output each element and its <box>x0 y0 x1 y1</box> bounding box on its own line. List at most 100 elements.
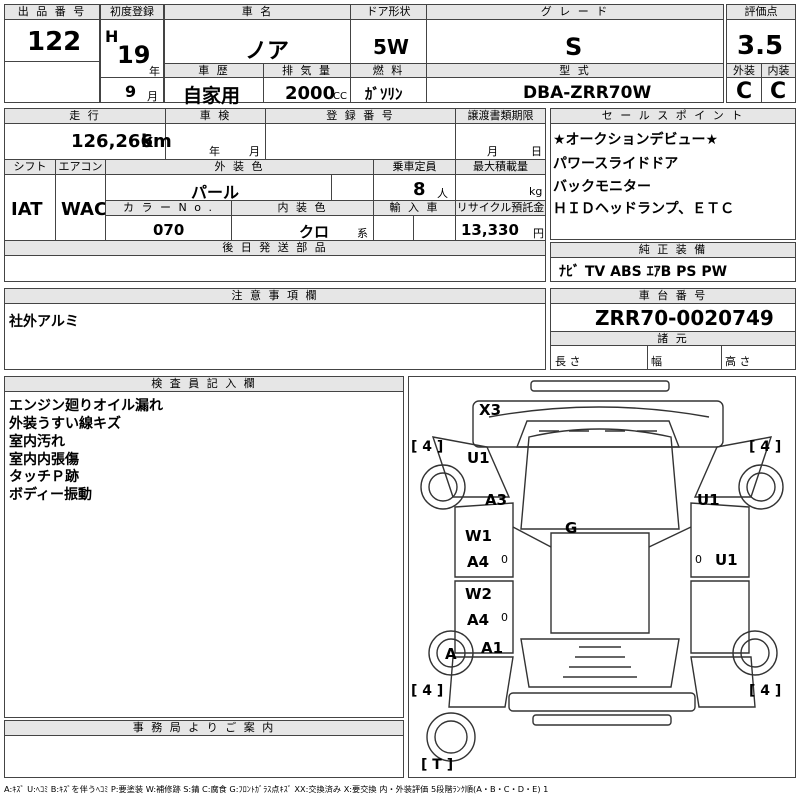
notes-box: 注 意 事 項 欄 社外アルミ <box>4 288 546 370</box>
year-unit: 年 <box>149 65 160 78</box>
recycle-unit: 円 <box>533 227 544 240</box>
recycle: 13,330 <box>461 221 519 239</box>
office-box: 事 務 局 よ り ご 案 内 <box>4 720 404 778</box>
mark-a4-upper: A4 <box>467 553 490 571</box>
tire-rl: [ 4 ] <box>411 683 444 699</box>
color: パール <box>191 183 240 202</box>
era: H <box>105 27 119 46</box>
transfer-day-unit: 日 <box>531 145 542 158</box>
car-info-cell: 車 名 ドア形状 グ レ ー ド ノア 5W S 車 歴 排 気 量 燃 料 型… <box>164 4 724 107</box>
mark-zero: 0 <box>501 611 508 624</box>
tire-fl: [ 4 ] <box>411 439 444 455</box>
import-label: 輸 入 車 <box>373 201 455 216</box>
int-color-unit: 系 <box>357 227 368 240</box>
ext-grade: C <box>736 79 753 104</box>
mark-a4-lower: A4 <box>467 611 490 629</box>
sales-point-line: パワースライドドア <box>553 156 679 172</box>
color-no: 070 <box>153 221 185 239</box>
car-diagram <box>420 380 784 762</box>
displacement-unit: CC <box>333 91 347 102</box>
capacity-label: 乗車定員 <box>373 160 455 175</box>
inspector-box: 検 査 員 記 入 欄 エンジン廻りオイル漏れ 外装うすい線キズ 室内汚れ 室内… <box>4 376 404 718</box>
model: DBA-ZRR70W <box>523 83 652 103</box>
mark-a3: A3 <box>485 491 508 509</box>
damage-legend: A:ｷｽﾞ U:ﾍｺﾐ B:ｷｽﾞを伴うﾍｺﾐ P:要塗装 W:補修跡 S:錆 … <box>4 784 549 794</box>
chassis-number: ZRR70-0020749 <box>595 306 774 330</box>
lot-number-label: 出 品 番 号 <box>5 5 99 20</box>
transfer-month-unit: 月 <box>487 145 498 158</box>
fuel: ｶﾞｿﾘﾝ <box>365 85 403 103</box>
length-label: 長 さ <box>555 355 581 368</box>
inspection-label: 車 検 <box>165 109 265 124</box>
capacity: 8 <box>413 179 426 200</box>
mark-a-circle: A <box>445 645 457 663</box>
history-label: 車 歴 <box>165 63 263 78</box>
inspector-line: 外装うすい線キズ <box>9 416 121 432</box>
car-name-label: 車 名 <box>165 5 350 20</box>
spec-label: 諸 元 <box>551 331 795 346</box>
mark-zero: 0 <box>501 553 508 566</box>
mark-u1-right-lower: U1 <box>715 551 738 569</box>
lot-number-cell: 出 品 番 号 122 <box>4 4 100 103</box>
displacement-label: 排 気 量 <box>263 63 350 78</box>
aircon-label: エアコン <box>55 160 105 175</box>
tire-fr: [ 4 ] <box>749 439 782 455</box>
fuel-label: 燃 料 <box>350 63 426 78</box>
displacement: 2000 <box>285 83 336 104</box>
insp-month-unit: 月 <box>249 145 260 158</box>
first-reg-label: 初度登録 <box>101 5 163 20</box>
color-no-label: カ ラ ー N o . <box>105 201 231 216</box>
mark-w2: W2 <box>465 585 492 603</box>
model-label: 型 式 <box>426 63 723 78</box>
door-label: ドア形状 <box>351 5 426 20</box>
inspector-line: 室内内張傷 <box>9 452 79 468</box>
notes-value: 社外アルミ <box>9 314 79 330</box>
mileage-unit: km <box>141 131 172 152</box>
inspector-line: エンジン廻りオイル漏れ <box>9 398 163 414</box>
shift: IAT <box>11 199 43 220</box>
ext-label: 外装 <box>727 63 761 78</box>
mileage-label: 走 行 <box>5 109 165 124</box>
inspector-label: 検 査 員 記 入 欄 <box>5 377 403 392</box>
capacity-unit: 人 <box>437 187 448 200</box>
equipment-label: 純 正 装 備 <box>551 243 795 258</box>
chassis-box: 車 台 番 号 ZRR70-0020749 諸 元 長 さ 幅 高 さ <box>550 288 796 370</box>
int-label: 内装 <box>761 63 795 78</box>
tire-rr: [ 4 ] <box>749 683 782 699</box>
int-color-label: 内 装 色 <box>231 201 373 216</box>
width-label: 幅 <box>651 355 662 368</box>
inspector-line: ボディー振動 <box>9 487 93 503</box>
equipment-value: ﾅﾋﾞ TV ABS ｴｱB PS PW <box>559 264 728 280</box>
int-color: クロ <box>299 223 330 241</box>
mark-zero: 0 <box>695 553 702 566</box>
first-registration-cell: 初度登録 H 19 年 9 月 <box>100 4 164 103</box>
transfer-label: 譲渡書類期限 <box>455 109 545 124</box>
score: 3.5 <box>737 31 784 61</box>
inspector-line: タッチＰ跡 <box>9 469 79 485</box>
mark-u1-left: U1 <box>467 449 490 467</box>
score-label: 評価点 <box>727 5 795 20</box>
mark-a1: A1 <box>481 639 504 657</box>
office-label: 事 務 局 よ り ご 案 内 <box>5 721 403 736</box>
sales-point-line: ＨＩＤヘッドランプ、ＥＴＣ <box>553 201 735 217</box>
max-load-unit: kg <box>529 185 543 198</box>
reg-month: 9 <box>125 82 137 101</box>
mark-x3: X3 <box>479 401 502 419</box>
history: 自家用 <box>183 85 241 107</box>
sales-point-line: バックモニター <box>553 179 651 195</box>
chassis-label: 車 台 番 号 <box>551 289 795 304</box>
aircon: WAC <box>61 199 108 220</box>
door-type: 5W <box>373 35 409 59</box>
later-parts-label: 後 日 発 送 部 品 <box>5 241 545 256</box>
max-load-label: 最大積載量 <box>455 160 545 175</box>
tire-spare: [ T ] <box>421 757 454 773</box>
shift-label: シフト <box>5 160 55 175</box>
sales-points-box: セ ー ル ス ポ イ ン ト ★オークションデビュー★ パワースライドドア バ… <box>550 108 796 240</box>
vehicle-detail-block: 走 行 車 検 登 録 番 号 譲渡書類期限 126,266 km 年 月 月 … <box>4 108 546 282</box>
height-label: 高 さ <box>725 355 751 368</box>
insp-year-unit: 年 <box>209 145 220 158</box>
equipment-box: 純 正 装 備 ﾅﾋﾞ TV ABS ｴｱB PS PW <box>550 242 796 282</box>
reg-year: 19 <box>117 41 151 69</box>
recycle-label: リサイクル預託金 <box>455 201 545 216</box>
score-cell: 評価点 3.5 外装 内装 C C <box>726 4 796 104</box>
